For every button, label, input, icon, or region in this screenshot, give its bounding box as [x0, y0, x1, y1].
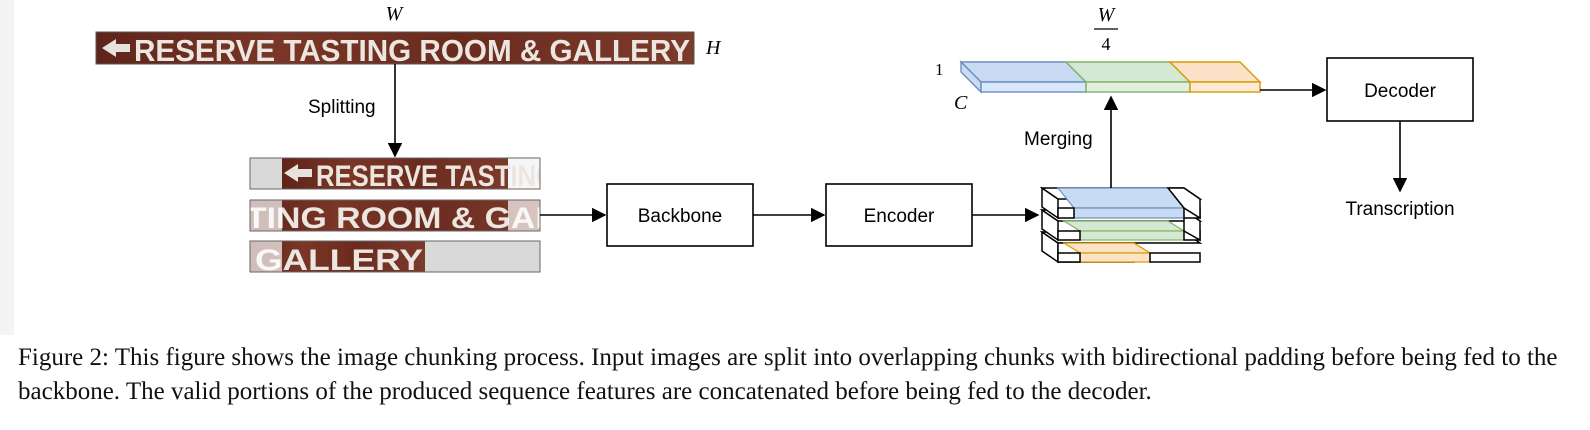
chunking-diagram: W RESERVE TASTING ROOM & GALLERY H Split… [0, 0, 1474, 335]
chunk-1-text: RESERVE TASTING [316, 160, 556, 193]
backbone-label: Backbone [638, 206, 723, 227]
fraction-denominator: 4 [1102, 34, 1111, 54]
figure-caption: Figure 2: This figure shows the image ch… [18, 341, 1578, 409]
backbone-block: Backbone [606, 183, 754, 247]
sign-text: RESERVE TASTING ROOM & GALLERY [134, 33, 690, 68]
caption-label: Figure 2: [18, 344, 109, 371]
chunk-2: TING ROOM & GAL [246, 199, 556, 235]
chunk-arrow-icon [284, 164, 312, 182]
chunk-1: RESERVE TASTING [249, 157, 556, 193]
merging-label: Merging [1024, 129, 1093, 150]
splitting-label: Splitting [308, 97, 376, 118]
fraction-numerator: W [1098, 4, 1117, 26]
transcription-label: Transcription [1345, 199, 1454, 220]
left-arrow-icon [102, 39, 130, 57]
decoder-label: Decoder [1364, 81, 1436, 102]
input-sign-image: RESERVE TASTING ROOM & GALLERY [95, 31, 695, 68]
merged-feature-sequence [959, 60, 1262, 94]
encoder-label: Encoder [864, 206, 935, 227]
chunk-3-text: GALLERY [255, 244, 423, 277]
feature-layer-1 [1039, 186, 1203, 220]
caption-text: This figure shows the image chunking pro… [18, 344, 1558, 405]
chunk-3: GALLERY [249, 240, 541, 277]
chunk-feature-stack [1039, 186, 1203, 264]
decoder-block: Decoder [1326, 57, 1474, 122]
encoder-block: Encoder [825, 183, 973, 247]
page-edge-shadow [0, 0, 14, 335]
chunk-2-text: TING ROOM & GAL [246, 202, 556, 235]
channels-label: C [954, 92, 968, 114]
depth-one-label: 1 [935, 60, 944, 79]
width-label: W [386, 3, 405, 25]
height-label: H [705, 37, 722, 59]
